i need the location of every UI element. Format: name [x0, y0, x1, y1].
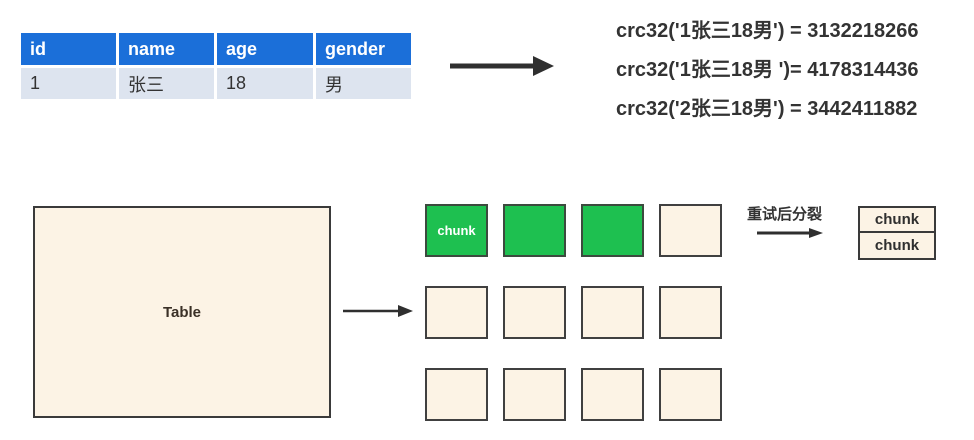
crc32-hash-line: crc32('1张三18男') = 3132218266 [616, 20, 919, 42]
split-chunk-stack: chunk chunk [858, 206, 936, 260]
chunk-cell [503, 204, 566, 257]
chunk-cell-label: chunk [437, 223, 476, 238]
chunk-grid: chunk [425, 204, 722, 421]
arrow-right-icon [343, 305, 413, 317]
crc32-hash-line: crc32('1张三18男 ')= 4178314436 [616, 59, 919, 81]
split-arrow-label: 重试后分裂 [747, 206, 823, 223]
chunk-cell [425, 368, 488, 421]
chunk-cell [659, 286, 722, 339]
chunk-cell [581, 368, 644, 421]
chunk-cell [425, 286, 488, 339]
chunk-cell [659, 368, 722, 421]
crc32-hash-line: crc32('2张三18男') = 3442411882 [616, 98, 918, 120]
column-header-id: id [21, 33, 116, 65]
column-header-name: name [119, 33, 214, 65]
table-box-label: Table [162, 303, 202, 321]
chunk-cell [503, 368, 566, 421]
table-box: Table [33, 206, 331, 418]
table-cell-gender: 男 [316, 68, 411, 99]
sample-data-table: id name age gender 1 张三 18 男 [21, 33, 411, 99]
table-cell-name: 张三 [119, 68, 214, 99]
chunk-cell [581, 286, 644, 339]
split-arrow-icon [757, 228, 823, 238]
chunk-cell [581, 204, 644, 257]
chunk-cell [659, 204, 722, 257]
column-header-gender: gender [316, 33, 411, 65]
table-cell-age: 18 [217, 68, 313, 99]
crc32-hash-block: crc32('1张三18男') = 3132218266 crc32('1张三1… [616, 12, 919, 129]
split-chunk-cell: chunk [860, 208, 934, 233]
column-header-age: age [217, 33, 313, 65]
arrow-right-icon [450, 56, 554, 76]
split-chunk-cell: chunk [874, 237, 920, 254]
table-cell-id: 1 [21, 68, 116, 99]
chunk-cell [503, 286, 566, 339]
chunk-cell: chunk [425, 204, 488, 257]
